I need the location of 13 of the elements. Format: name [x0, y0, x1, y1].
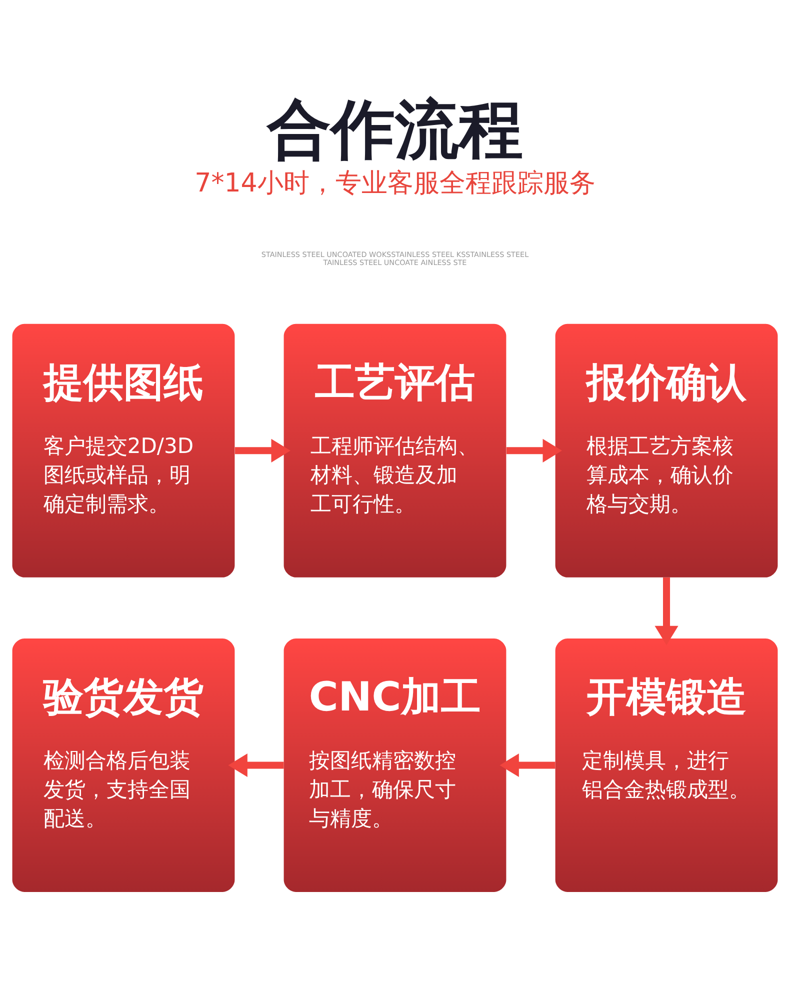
arrow [234, 438, 290, 462]
arrow [228, 753, 284, 778]
node-box: 工艺评估 工程师评估结构、材料、锻造及加工可行性。 [284, 324, 506, 578]
arrow [506, 438, 562, 462]
diagram-title: 合作流程 [266, 92, 523, 168]
node-box: 提供图纸 客户提交2D/3D图纸或样品，明确定制需求。 [12, 324, 235, 578]
node-box: 报价确认 根据工艺方案核算成本，确认价格与交期。 [555, 324, 778, 578]
node-box: CNC加工 按图纸精密数控加工，确保尺寸与精度。 [284, 638, 506, 892]
label: 7*14小时，专业客服全程跟踪服务 [194, 168, 596, 198]
arrow [654, 578, 678, 646]
arrow [500, 753, 556, 778]
node-box: 开模锻造 定制模具，进行铝合金热锻成型。 [555, 638, 778, 892]
node-box: 验货发货 检测合格后包装发货，支持全国配送。 [12, 638, 235, 892]
